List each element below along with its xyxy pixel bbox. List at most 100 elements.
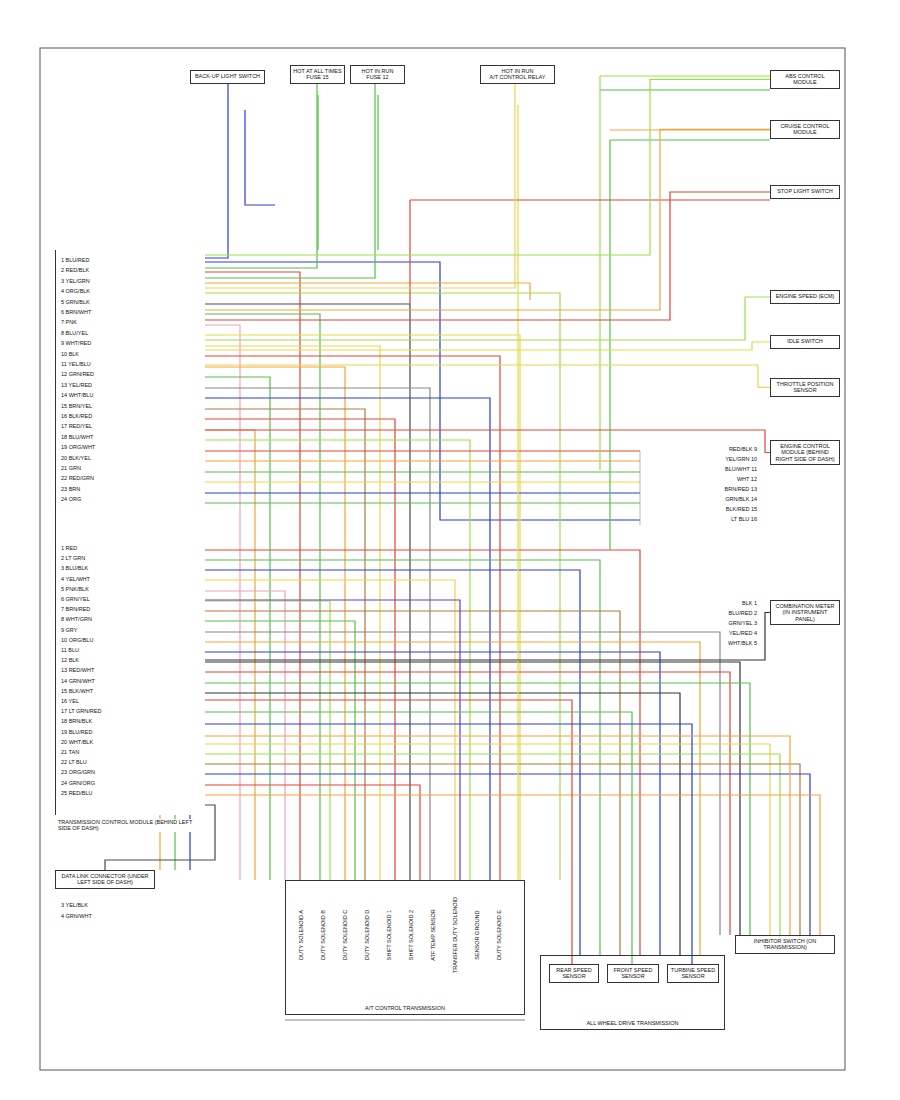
- pin-label: 1 BLU/RED: [60, 257, 90, 263]
- wire-connector: [205, 430, 770, 453]
- solenoid-name: SENSOR GROUND: [474, 896, 480, 974]
- pin-label: 19 ORG/WHT: [60, 444, 96, 450]
- pin-label: 1 RED: [60, 545, 78, 551]
- component-name: ABS CONTROL MODULE: [773, 73, 837, 86]
- pin-label: 6 BRN/WHT: [60, 309, 92, 315]
- pin-label: 22 RED/GRN: [60, 475, 95, 481]
- pin-label: YEL/GRN 10: [724, 456, 758, 462]
- component-detail: FUSE 12: [353, 74, 402, 80]
- pin-label: 10 ORG/BLU: [60, 637, 94, 643]
- pin-label: 18 BRN/BLK: [60, 718, 93, 724]
- component-box: COMBINATION METER (IN INSTRUMENT PANEL): [770, 600, 840, 625]
- wire-connector: [205, 84, 228, 258]
- pin-label: 21 GRN: [60, 465, 82, 471]
- component-name: TURBINE SPEED SENSOR: [670, 967, 716, 980]
- component-box: BACK-UP LIGHT SWITCH: [190, 70, 265, 84]
- solenoid-name: DUTY SOLENOID E: [496, 896, 502, 974]
- pin-label: BLU/WHT 11: [724, 466, 758, 472]
- pin-label: 16 YEL: [60, 698, 80, 704]
- pin-label: BLK 1: [741, 600, 758, 606]
- component-name: COMBINATION METER (IN INSTRUMENT PANEL): [773, 603, 837, 622]
- pin-label: 20 BLK/YEL: [60, 455, 92, 461]
- wire-connector: [205, 79, 770, 255]
- pin-label: 8 WHT/GRN: [60, 616, 93, 622]
- pin-label: 7 PNK: [60, 319, 78, 325]
- pin-label: 8 BLU/YEL: [60, 330, 89, 336]
- pin-label: 4 YEL/WHT: [60, 576, 91, 582]
- pin-label: 18 BLU/WHT: [60, 434, 94, 440]
- pin-label: BLK/RED 15: [725, 506, 758, 512]
- wire-connector: [205, 600, 460, 880]
- pin-label: 22 LT BLU: [60, 759, 88, 765]
- component-box: ENGINE CONTROL MODULE (BEHIND RIGHT SIDE…: [770, 440, 840, 465]
- pin-label: WHT 12: [736, 476, 758, 482]
- pin-label: 17 RED/YEL: [60, 423, 93, 429]
- pin-label: 13 RED/WHT: [60, 667, 95, 673]
- component-detail: A/T CONTROL RELAY: [483, 74, 552, 80]
- wire-connector: [205, 613, 770, 661]
- solenoid-name: DUTY SOLENOID A: [298, 896, 304, 974]
- wire-connector: [205, 297, 770, 340]
- pin-label: 6 GRN/YEL: [60, 596, 91, 602]
- wire-connector: [205, 84, 375, 278]
- component-name: ENGINE SPEED (ECM): [773, 293, 837, 299]
- pin-label: 9 WHT/RED: [60, 340, 92, 346]
- component-name: BACK-UP LIGHT SWITCH: [193, 73, 262, 79]
- pin-label: 21 TAN: [60, 749, 80, 755]
- wire-bundle: [160, 76, 820, 1020]
- page-frame: [40, 48, 845, 1070]
- pin-label: 3 YEL/GRN: [60, 278, 91, 284]
- wire-connector: [205, 192, 770, 320]
- solenoid-name: TRANSFER DUTY SOLENOID: [452, 896, 458, 974]
- component-box: FRONT SPEED SENSOR: [607, 964, 659, 983]
- pin-label: 19 BLU/RED: [60, 729, 94, 735]
- wire-connector: [205, 342, 770, 350]
- pin-label: 14 WHT/BLU: [60, 392, 94, 398]
- component-detail: FUSE 15: [293, 74, 342, 80]
- pin-label: 2 LT GRN: [60, 555, 86, 561]
- pin-label: BLU/RED 2: [728, 610, 758, 616]
- pin-label: BRN/RED 13: [724, 486, 758, 492]
- component-name: STOP LIGHT SWITCH: [773, 188, 837, 194]
- pin-label: 10 BLK: [60, 351, 80, 357]
- wire-connector: [205, 365, 770, 387]
- pin-label: 16 BLK/RED: [60, 413, 93, 419]
- pin-label: 3 BLU/BLK: [60, 565, 89, 571]
- pin-label: WHT/BLK 5: [727, 640, 758, 646]
- pin-label: 13 YEL/RED: [60, 382, 93, 388]
- component-name: CRUISE CONTROL MODULE: [773, 123, 837, 136]
- pin-label: 4 GRN/WHT: [60, 913, 93, 919]
- wire-connector: [105, 805, 215, 870]
- component-box: ENGINE SPEED (ECM): [770, 290, 840, 304]
- component-box: THROTTLE POSITION SENSOR: [770, 378, 840, 397]
- pin-label: 17 LT GRN/RED: [60, 708, 102, 714]
- component-box: HOT AT ALL TIMESFUSE 15: [290, 65, 345, 84]
- pin-label: 12 GRN/RED: [60, 371, 95, 377]
- component-name: TRANSMISSION CONTROL MODULE (BEHIND LEFT…: [58, 819, 203, 832]
- solenoid-name: DUTY SOLENOID D: [364, 896, 370, 974]
- component-box: HOT IN RUNA/T CONTROL RELAY: [480, 65, 555, 84]
- pin-label: 25 RED/BLU: [60, 790, 94, 796]
- transmission-group: ALL WHEEL DRIVE TRANSMISSION REAR SPEED S…: [540, 955, 725, 1030]
- pin-label: 9 GRY: [60, 627, 78, 633]
- component-name: DATA LINK CONNECTOR (UNDER LEFT SIDE OF …: [58, 873, 152, 886]
- pin-label: 20 WHT/BLK: [60, 739, 94, 745]
- component-box: DATA LINK CONNECTOR (UNDER LEFT SIDE OF …: [55, 870, 155, 889]
- pin-label: 2 RED/BLK: [60, 267, 90, 273]
- pin-label: 11 YEL/BLU: [60, 361, 92, 367]
- component-name: THROTTLE POSITION SENSOR: [773, 381, 837, 394]
- component-box: IDLE SWITCH: [770, 335, 840, 349]
- component-name: ALL WHEEL DRIVE TRANSMISSION: [543, 1020, 722, 1026]
- pin-label: YEL/RED 4: [728, 630, 758, 636]
- pin-label: LT BLU 16: [730, 516, 758, 522]
- component-box: TURBINE SPEED SENSOR: [667, 964, 719, 983]
- solenoid-name: ATF TEMP SENSOR: [430, 896, 436, 974]
- pin-label: 3 YEL/BLK: [60, 902, 89, 908]
- component-name: INHIBITOR SWITCH (ON TRANSMISSION): [738, 938, 832, 951]
- solenoid-name: DUTY SOLENOID C: [342, 896, 348, 974]
- component-name: REAR SPEED SENSOR: [552, 967, 596, 980]
- pin-label: RED/BLK 9: [728, 446, 758, 452]
- component-name: A/T CONTROL TRANSMISSION: [288, 1005, 522, 1011]
